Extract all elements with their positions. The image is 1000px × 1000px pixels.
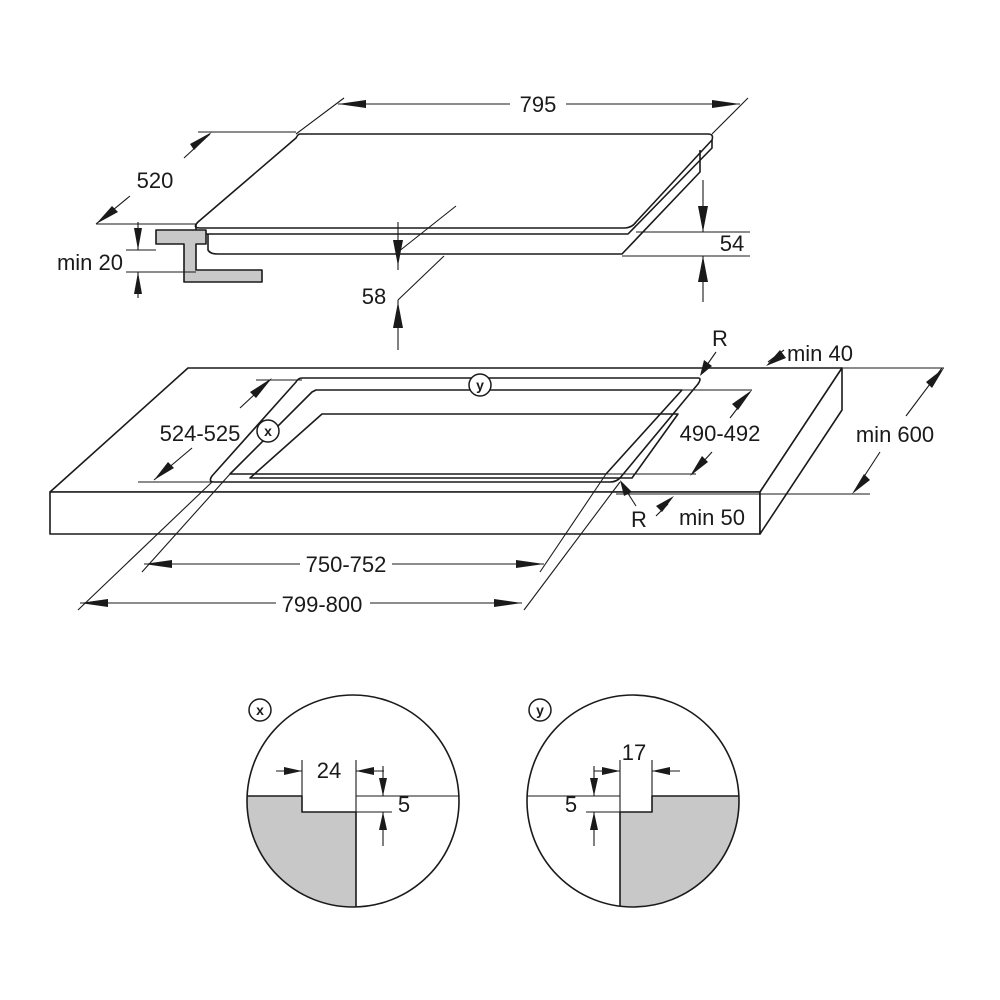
dim-width-label: 795: [520, 92, 557, 117]
hob-body: [207, 150, 701, 255]
worktop-front-face: [49, 491, 761, 535]
dim-depth-label: 520: [137, 168, 174, 193]
detail-x-worktop-section: [247, 795, 357, 907]
cutout-width-inner-label: 750-752: [306, 552, 387, 577]
cutout-inner: [229, 389, 683, 475]
detail-y-worktop-section: [619, 795, 739, 907]
detail-y-marker-circle: [528, 698, 552, 722]
worktop-depth-label: min 600: [856, 422, 934, 447]
hob-glass-top: [194, 133, 714, 229]
detail-x-marker-label: x: [256, 702, 264, 718]
back-clearance-label: min 40: [787, 341, 853, 366]
cutout-depth-inner-label: 490-492: [680, 421, 761, 446]
cutout-hole: [249, 413, 679, 479]
dim-body-height-label: 58: [362, 284, 386, 309]
detail-y-depth-label: 5: [565, 792, 577, 817]
marker-x-label: x: [264, 423, 272, 439]
detail-y-width-label: 17: [622, 740, 646, 765]
dim-frame-label: min 20: [57, 250, 123, 275]
detail-x-marker-circle: [248, 698, 272, 722]
detail-x-width-label: 24: [317, 758, 341, 783]
front-clearance-label: min 50: [679, 505, 745, 530]
cutout-width-outer-label: 799-800: [282, 592, 363, 617]
cutout-depth-outer-label: 524-525: [160, 421, 241, 446]
hob-drawing: 795 520 min 20 54 58: [57, 92, 750, 350]
detail-y-outline: [526, 694, 740, 908]
corner-label-bottom: R: [631, 507, 647, 532]
detail-y: 17 5 y: [526, 694, 740, 908]
marker-x-circle: [256, 419, 280, 443]
detail-x-depth-label: 5: [398, 792, 410, 817]
dim-glass-height-label: 54: [720, 231, 744, 256]
worktop-side-face: [759, 367, 843, 535]
detail-x: 24 5 x: [246, 694, 460, 908]
detail-x-outline: [246, 694, 460, 908]
detail-y-marker-label: y: [536, 702, 544, 718]
worktop-frame-profile: [155, 229, 263, 283]
corner-label-top: R: [712, 326, 728, 351]
marker-y-label: y: [476, 377, 484, 393]
marker-y-circle: [468, 373, 492, 397]
worktop-drawing: R R min 40 min 50 min 600 524-525: [49, 326, 944, 617]
